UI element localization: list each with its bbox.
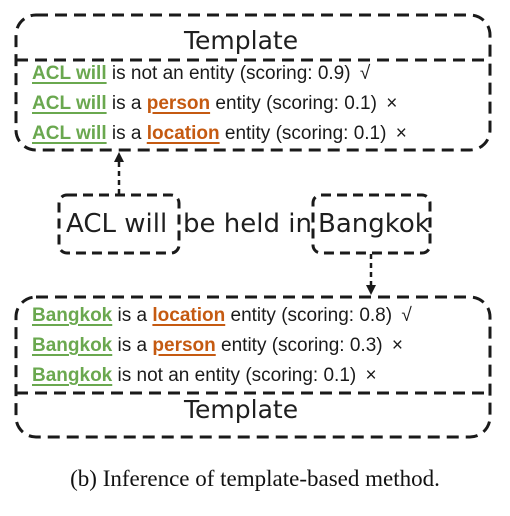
template-text: is a — [117, 305, 148, 326]
check-mark-icon: √ — [401, 305, 412, 326]
check-mark-icon: √ — [359, 63, 371, 84]
template-text: is a — [111, 123, 142, 144]
span-box-bangkok — [311, 193, 432, 255]
entity-type: location — [146, 123, 220, 144]
cross-mark-icon: × — [365, 365, 377, 386]
cross-mark-icon: × — [386, 93, 398, 114]
entity-span: Bangkok — [32, 305, 113, 326]
cross-mark-icon: × — [391, 335, 403, 356]
entity-span: Bangkok — [32, 335, 113, 356]
bottom-template-line-3: Bangkok is not an entity (scoring: 0.1) … — [32, 363, 377, 389]
entity-type: location — [152, 305, 226, 326]
bottom-template-box — [14, 295, 492, 439]
sentence-middle-text: be held in — [183, 209, 312, 239]
template-text: is a — [117, 335, 148, 356]
top-template-title: Template — [184, 26, 299, 55]
sentence-span-acl-will: ACL will — [66, 209, 168, 239]
entity-span: ACL will — [32, 123, 107, 144]
top-template-line-3: ACL will is a location entity (scoring: … — [32, 121, 407, 147]
score-text: entity (scoring: 0.1) — [224, 123, 387, 144]
score-text: (scoring: 0.9) — [239, 63, 351, 84]
score-text: entity (scoring: 0.8) — [230, 305, 393, 326]
bottom-template-line-1: Bangkok is a location entity (scoring: 0… — [32, 303, 412, 329]
score-text: entity (scoring: 0.3) — [221, 335, 383, 356]
entity-type: person — [152, 335, 216, 356]
entity-type: person — [146, 93, 211, 114]
cross-mark-icon: × — [395, 123, 407, 144]
bottom-template-title: Template — [184, 395, 299, 424]
template-text: is not an entity — [117, 365, 241, 386]
top-template-line-2: ACL will is a person entity (scoring: 0.… — [32, 91, 397, 117]
score-text: (scoring: 0.1) — [245, 365, 357, 386]
figure-caption: (b) Inference of template-based method. — [70, 466, 440, 491]
entity-span: Bangkok — [32, 365, 113, 386]
span-box-acl-will — [57, 193, 181, 255]
sentence-span-bangkok: Bangkok — [318, 209, 430, 239]
bottom-template-line-2: Bangkok is a person entity (scoring: 0.3… — [32, 333, 403, 359]
score-text: entity (scoring: 0.1) — [215, 93, 377, 114]
entity-span: ACL will — [32, 93, 107, 114]
template-text: is not an entity — [111, 63, 235, 84]
top-template-line-1: ACL will is not an entity (scoring: 0.9)… — [32, 61, 370, 87]
top-template-box — [14, 13, 492, 152]
entity-span: ACL will — [32, 63, 107, 84]
template-text: is a — [111, 93, 142, 114]
